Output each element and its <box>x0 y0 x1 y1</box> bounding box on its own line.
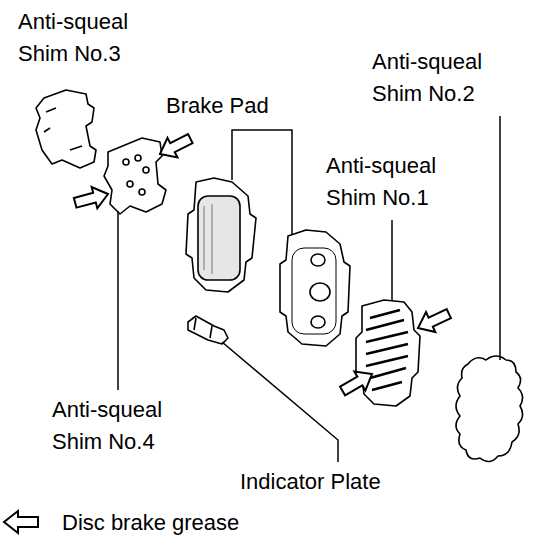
shim-no2 <box>456 356 523 462</box>
part-label: Anti-squeal Shim No.1 <box>326 150 476 214</box>
shim-no3 <box>36 90 96 168</box>
brake-pad-front <box>186 178 256 292</box>
indicator-plate <box>188 316 228 344</box>
leader-lines <box>118 116 500 462</box>
part-label: Brake Pad <box>166 90 296 122</box>
part-label: Indicator Plate <box>240 466 460 498</box>
part-label: Anti-squeal Shim No.3 <box>18 6 158 70</box>
part-label: Anti-squeal Shim No.4 <box>52 394 202 458</box>
brake-pad-rear <box>280 230 350 346</box>
legend-text: Disc brake grease <box>62 507 239 539</box>
part-label: Anti-squeal Shim No.2 <box>372 46 522 110</box>
shim-no4 <box>104 138 166 214</box>
legend-arrow-sample <box>4 511 38 533</box>
